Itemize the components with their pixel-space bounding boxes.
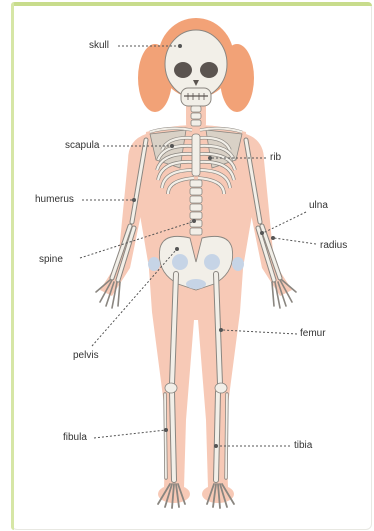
- leader-line-fibula: [94, 430, 166, 438]
- label-ulna: ulna: [309, 200, 328, 212]
- label-tibia: tibia: [294, 440, 312, 452]
- kneecaps: [165, 383, 227, 393]
- label-spine: spine: [39, 254, 63, 266]
- label-humerus: humerus: [35, 194, 74, 206]
- neck-vertebrae: [191, 106, 201, 126]
- label-pelvis: pelvis: [73, 350, 99, 362]
- label-scapula: scapula: [65, 140, 99, 152]
- label-rib: rib: [270, 152, 281, 164]
- skull-bone: [165, 30, 227, 106]
- leader-line-radius: [274, 238, 316, 244]
- label-skull: skull: [89, 40, 109, 52]
- label-fibula: fibula: [63, 432, 87, 444]
- label-femur: femur: [300, 328, 326, 340]
- sternum: [192, 134, 200, 176]
- label-radius: radius: [320, 240, 347, 252]
- spine-bone: [190, 180, 202, 235]
